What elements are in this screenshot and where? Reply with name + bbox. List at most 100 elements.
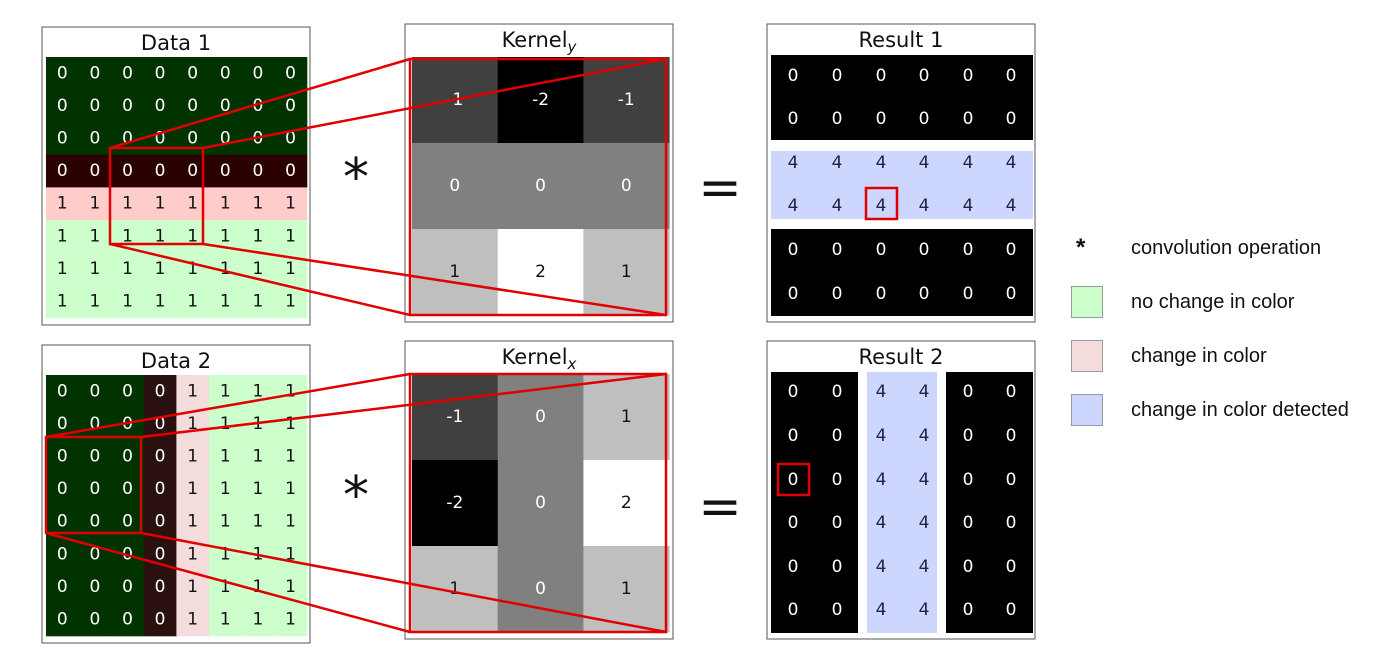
result-value: 4 [876,196,887,216]
result1-blocks [771,55,1033,316]
cell-value: 1 [89,259,100,279]
cell-value: 1 [122,226,133,246]
cell-value: 1 [252,194,263,214]
kernel-cell [412,546,499,633]
result-value: 0 [876,284,887,304]
grid-cell [46,285,80,319]
cell-value: 0 [122,577,133,597]
result-value: 0 [1006,284,1017,304]
cell-value: 0 [89,512,100,532]
grid-cell [111,89,145,123]
result-value: 0 [832,382,843,402]
grid-cell [143,505,177,539]
grid-cell [274,122,308,156]
cell-value: 0 [122,96,133,116]
cell-value: 1 [187,194,198,214]
grid-cell [209,570,243,604]
result-value: 0 [963,240,974,260]
kernel-cell [583,229,670,316]
grid-cell [209,375,243,409]
cell-value: 0 [155,577,166,597]
result-value: 0 [919,66,930,86]
cell-value: 0 [122,447,133,467]
cell-value: 1 [220,512,231,532]
result-value: 0 [788,240,799,260]
grid-cell [46,252,80,286]
cell-value: 1 [285,259,296,279]
grid-cell [241,472,275,506]
grid-cell [274,407,308,441]
cell-value: 1 [220,259,231,279]
result-value: 0 [963,513,974,533]
grid-cell [241,440,275,474]
grid-cell [78,440,112,474]
result-value: 0 [788,426,799,446]
result-value: 0 [1006,557,1017,577]
cell-value: 1 [285,447,296,467]
result-value: 4 [963,153,974,173]
cell-value: 0 [285,161,296,181]
kernel-value: 2 [535,262,546,282]
grid-cell [143,570,177,604]
cell-value: 1 [155,259,166,279]
result-value: 0 [963,382,974,402]
kernel-value: 1 [621,407,632,427]
kernel-highlight-box [408,372,668,634]
result-value: 0 [1006,240,1017,260]
cell-value: 0 [155,610,166,630]
kernel-value: 0 [535,407,546,427]
cell-value: 1 [122,292,133,312]
projection-line [109,242,411,317]
grid-cell [78,407,112,441]
grid-cell [111,252,145,286]
result-value: 4 [876,600,887,620]
legend-item-no-change: no change in color [1060,282,1396,336]
cell-value: 1 [155,226,166,246]
result-value: 0 [963,557,974,577]
grid-cell [274,570,308,604]
cell-value: 0 [187,63,198,83]
cell-value: 0 [252,161,263,181]
result-value: 0 [832,513,843,533]
cell-value: 0 [122,63,133,83]
grid-cell [209,187,243,221]
cell-value: 0 [155,479,166,499]
result-value: 4 [919,557,930,577]
cell-value: 0 [155,63,166,83]
cell-value: 0 [89,63,100,83]
cell-value: 1 [285,381,296,401]
kernel-cell [497,546,584,633]
result-value: 0 [788,513,799,533]
projection-line [109,57,411,150]
cell-value: 1 [285,577,296,597]
grid-cell [176,603,210,637]
grid-cell [46,187,80,221]
grid-cell [209,603,243,637]
result-value: 0 [832,600,843,620]
cell-value: 0 [187,96,198,116]
kernel-value: 0 [449,176,460,196]
kernel-value: 2 [621,493,632,513]
cell-value: 1 [187,226,198,246]
result-value: 0 [919,284,930,304]
grid-cell [209,285,243,319]
grid-cell [274,505,308,539]
legend-item-detected: change in color detected [1060,390,1396,444]
convolve-operator: * [343,466,369,526]
cell-value: 0 [57,577,68,597]
grid-cell [241,187,275,221]
cell-value: 1 [187,381,198,401]
legend-swatch-blue [1071,394,1103,426]
cell-value: 1 [220,292,231,312]
grid-cell [176,285,210,319]
cell-value: 1 [155,292,166,312]
cell-value: 1 [220,479,231,499]
cell-value: 0 [57,129,68,149]
cell-value: 0 [122,381,133,401]
grid-cell [274,538,308,572]
result-block-detected [867,372,937,633]
title-subscript: y [567,38,578,56]
grid-cell [241,57,275,91]
cell-value: 0 [89,414,100,434]
